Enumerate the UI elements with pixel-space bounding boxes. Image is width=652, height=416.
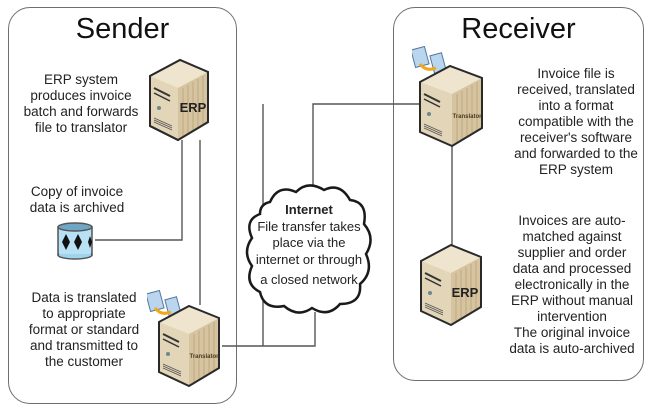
internet-description: Internet File transfer takes place via t…: [244, 202, 374, 289]
receiver-translator-label: Translator: [452, 114, 482, 120]
internet-line-3: internet or through: [255, 251, 363, 267]
sender-step-3: Data is translated to appropriate format…: [28, 290, 140, 369]
sender-erp-server-icon: ERP: [149, 58, 209, 142]
receiver-title: Receiver: [461, 13, 576, 45]
receiver-step-3: The original invoice data is auto-archiv…: [509, 325, 635, 356]
wire-translator-to-cloud: [222, 312, 316, 347]
receiver-erp-server-icon: ERP: [420, 243, 482, 327]
archive-database-icon: [57, 222, 93, 260]
wire-erp-to-archive: [95, 140, 183, 241]
internet-cloud-icon: [245, 184, 372, 314]
sender-erp-label: ERP: [180, 100, 207, 115]
internet-line-4: a closed network: [260, 272, 358, 287]
internet-line-1: File transfer takes: [257, 218, 361, 234]
sender-step-1: ERP system produces invoice batch and fo…: [23, 72, 139, 135]
sender-translator-server-icon: Translator: [147, 290, 220, 388]
sender-step-2: Copy of invoice data is archived: [29, 184, 125, 215]
document-transfer-icon: [412, 46, 447, 74]
receiver-translator-server-icon: Translator: [412, 46, 483, 148]
receiver-step-1: Invoice file is received, translated int…: [514, 66, 638, 177]
wire-cloud-to-receiver-translator: [312, 103, 421, 188]
receiver-erp-label: ERP: [452, 285, 479, 300]
receiver-step-2: Invoices are auto-matched against suppli…: [510, 213, 634, 324]
internet-line-2: place via the: [272, 235, 346, 250]
sender-translator-label: Translator: [189, 354, 219, 360]
receiver-panel: Receiver: [393, 7, 644, 381]
internet-title: Internet: [285, 202, 333, 217]
sender-title: Sender: [75, 13, 170, 45]
